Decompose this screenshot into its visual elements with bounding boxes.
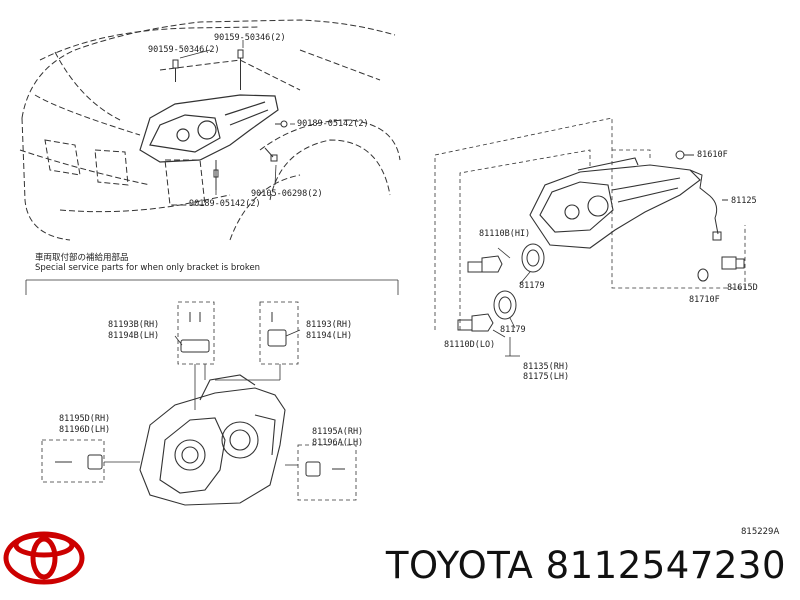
exploded-leaders: [492, 247, 531, 357]
callout-81710F: 81710F: [689, 295, 720, 305]
bracket-leaders: [104, 329, 301, 466]
callout-90159-50346: 90159-50346(2): [214, 33, 286, 43]
callout-81179: 81179: [500, 325, 526, 335]
callout-81125: 81125: [731, 196, 757, 206]
callout-81193B: 81193B(RH): [108, 320, 160, 330]
service-box: [25, 279, 399, 295]
car-leaders: [179, 40, 295, 195]
callout-90189-05142: 90189-05142(2): [189, 199, 261, 209]
exploded-bulbs: [457, 243, 545, 332]
callout-81193: 81193(RH): [306, 320, 353, 330]
part-number: 8112547230: [545, 544, 786, 587]
callout-81175: 81175(LH): [523, 372, 570, 382]
brand-name: TOYOTA: [385, 544, 534, 587]
callout-90189-05142: 90189-05142(2): [297, 119, 369, 129]
exploded-frame: [434, 117, 746, 330]
callout-81196A: 81196A(LH): [312, 438, 364, 448]
callout-90159-50346: 90159-50346(2): [148, 45, 220, 55]
service-note-jp: 車両取付部の補給用部品: [35, 253, 129, 263]
brackets: [55, 312, 345, 477]
callout-81615D: 81615D: [727, 283, 758, 293]
callout-81610F: 81610F: [697, 150, 728, 160]
callout-81195A: 81195A(RH): [312, 427, 364, 437]
figure-id: 815229A: [741, 527, 780, 537]
callout-81196D: 81196D(LH): [59, 425, 111, 435]
callout-81195D: 81195D(RH): [59, 414, 111, 424]
brand-part-number: TOYOTA 8112547230: [386, 544, 786, 587]
callout-90105-06298: 90105-06298(2): [251, 189, 323, 199]
car-headlamp: [139, 94, 279, 163]
callout-81110D: 81110D(LO): [444, 340, 496, 350]
toyota-logo: [3, 531, 85, 585]
car-front-outline: [19, 19, 401, 241]
service-note-en: Special service parts for when only brac…: [35, 263, 261, 273]
callout-81179: 81179: [519, 281, 545, 291]
callout-81110B: 81110B(HI): [479, 229, 531, 239]
exploded-headlamp-assy: [529, 157, 701, 249]
small-bulb-socket: [697, 256, 745, 282]
callout-81194B: 81194B(LH): [108, 331, 160, 341]
callout-81194: 81194(LH): [306, 331, 353, 341]
lower-headlamp: [139, 374, 286, 506]
callout-81135: 81135(RH): [523, 362, 570, 372]
car-bolts: [172, 49, 288, 190]
bracket-frames: [41, 301, 357, 501]
socket-wire-assy: [675, 150, 728, 241]
